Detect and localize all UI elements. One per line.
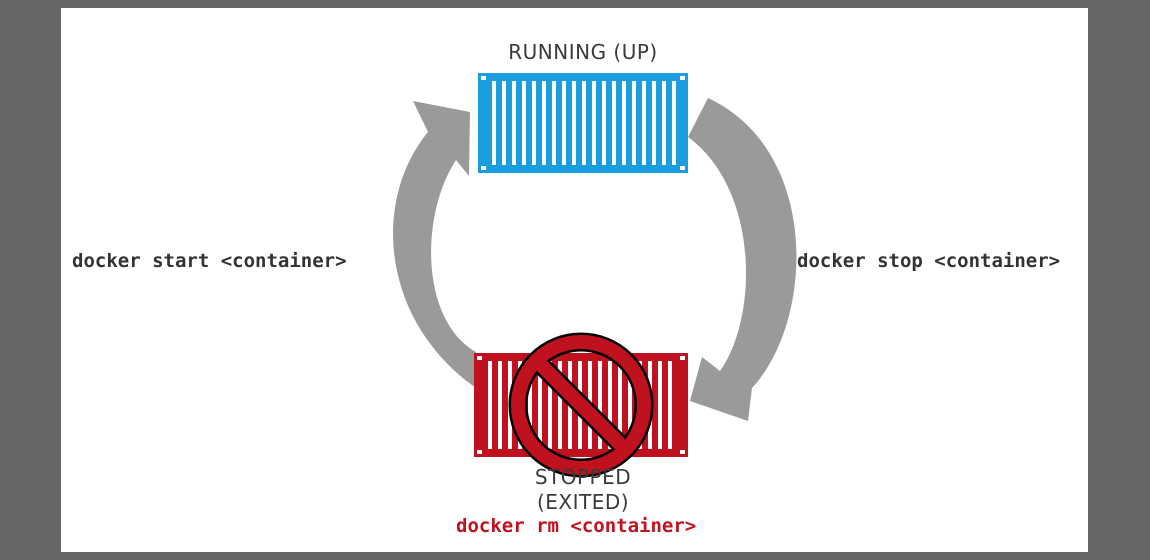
curved-arrow-up-icon (393, 101, 476, 388)
docker-start-command: docker start <container> (72, 250, 347, 272)
stopped-state-label: STOPPED (534, 465, 632, 489)
running-state-label: RUNNING (UP) (508, 40, 658, 64)
docker-stop-command: docker stop <container> (797, 250, 1061, 272)
curved-arrow-down-icon (688, 98, 797, 421)
docker-rm-command: docker rm <container> (456, 515, 697, 537)
exited-state-label: (EXITED) (536, 490, 630, 514)
running-container-icon (478, 73, 688, 173)
no-entry-icon (508, 332, 654, 478)
